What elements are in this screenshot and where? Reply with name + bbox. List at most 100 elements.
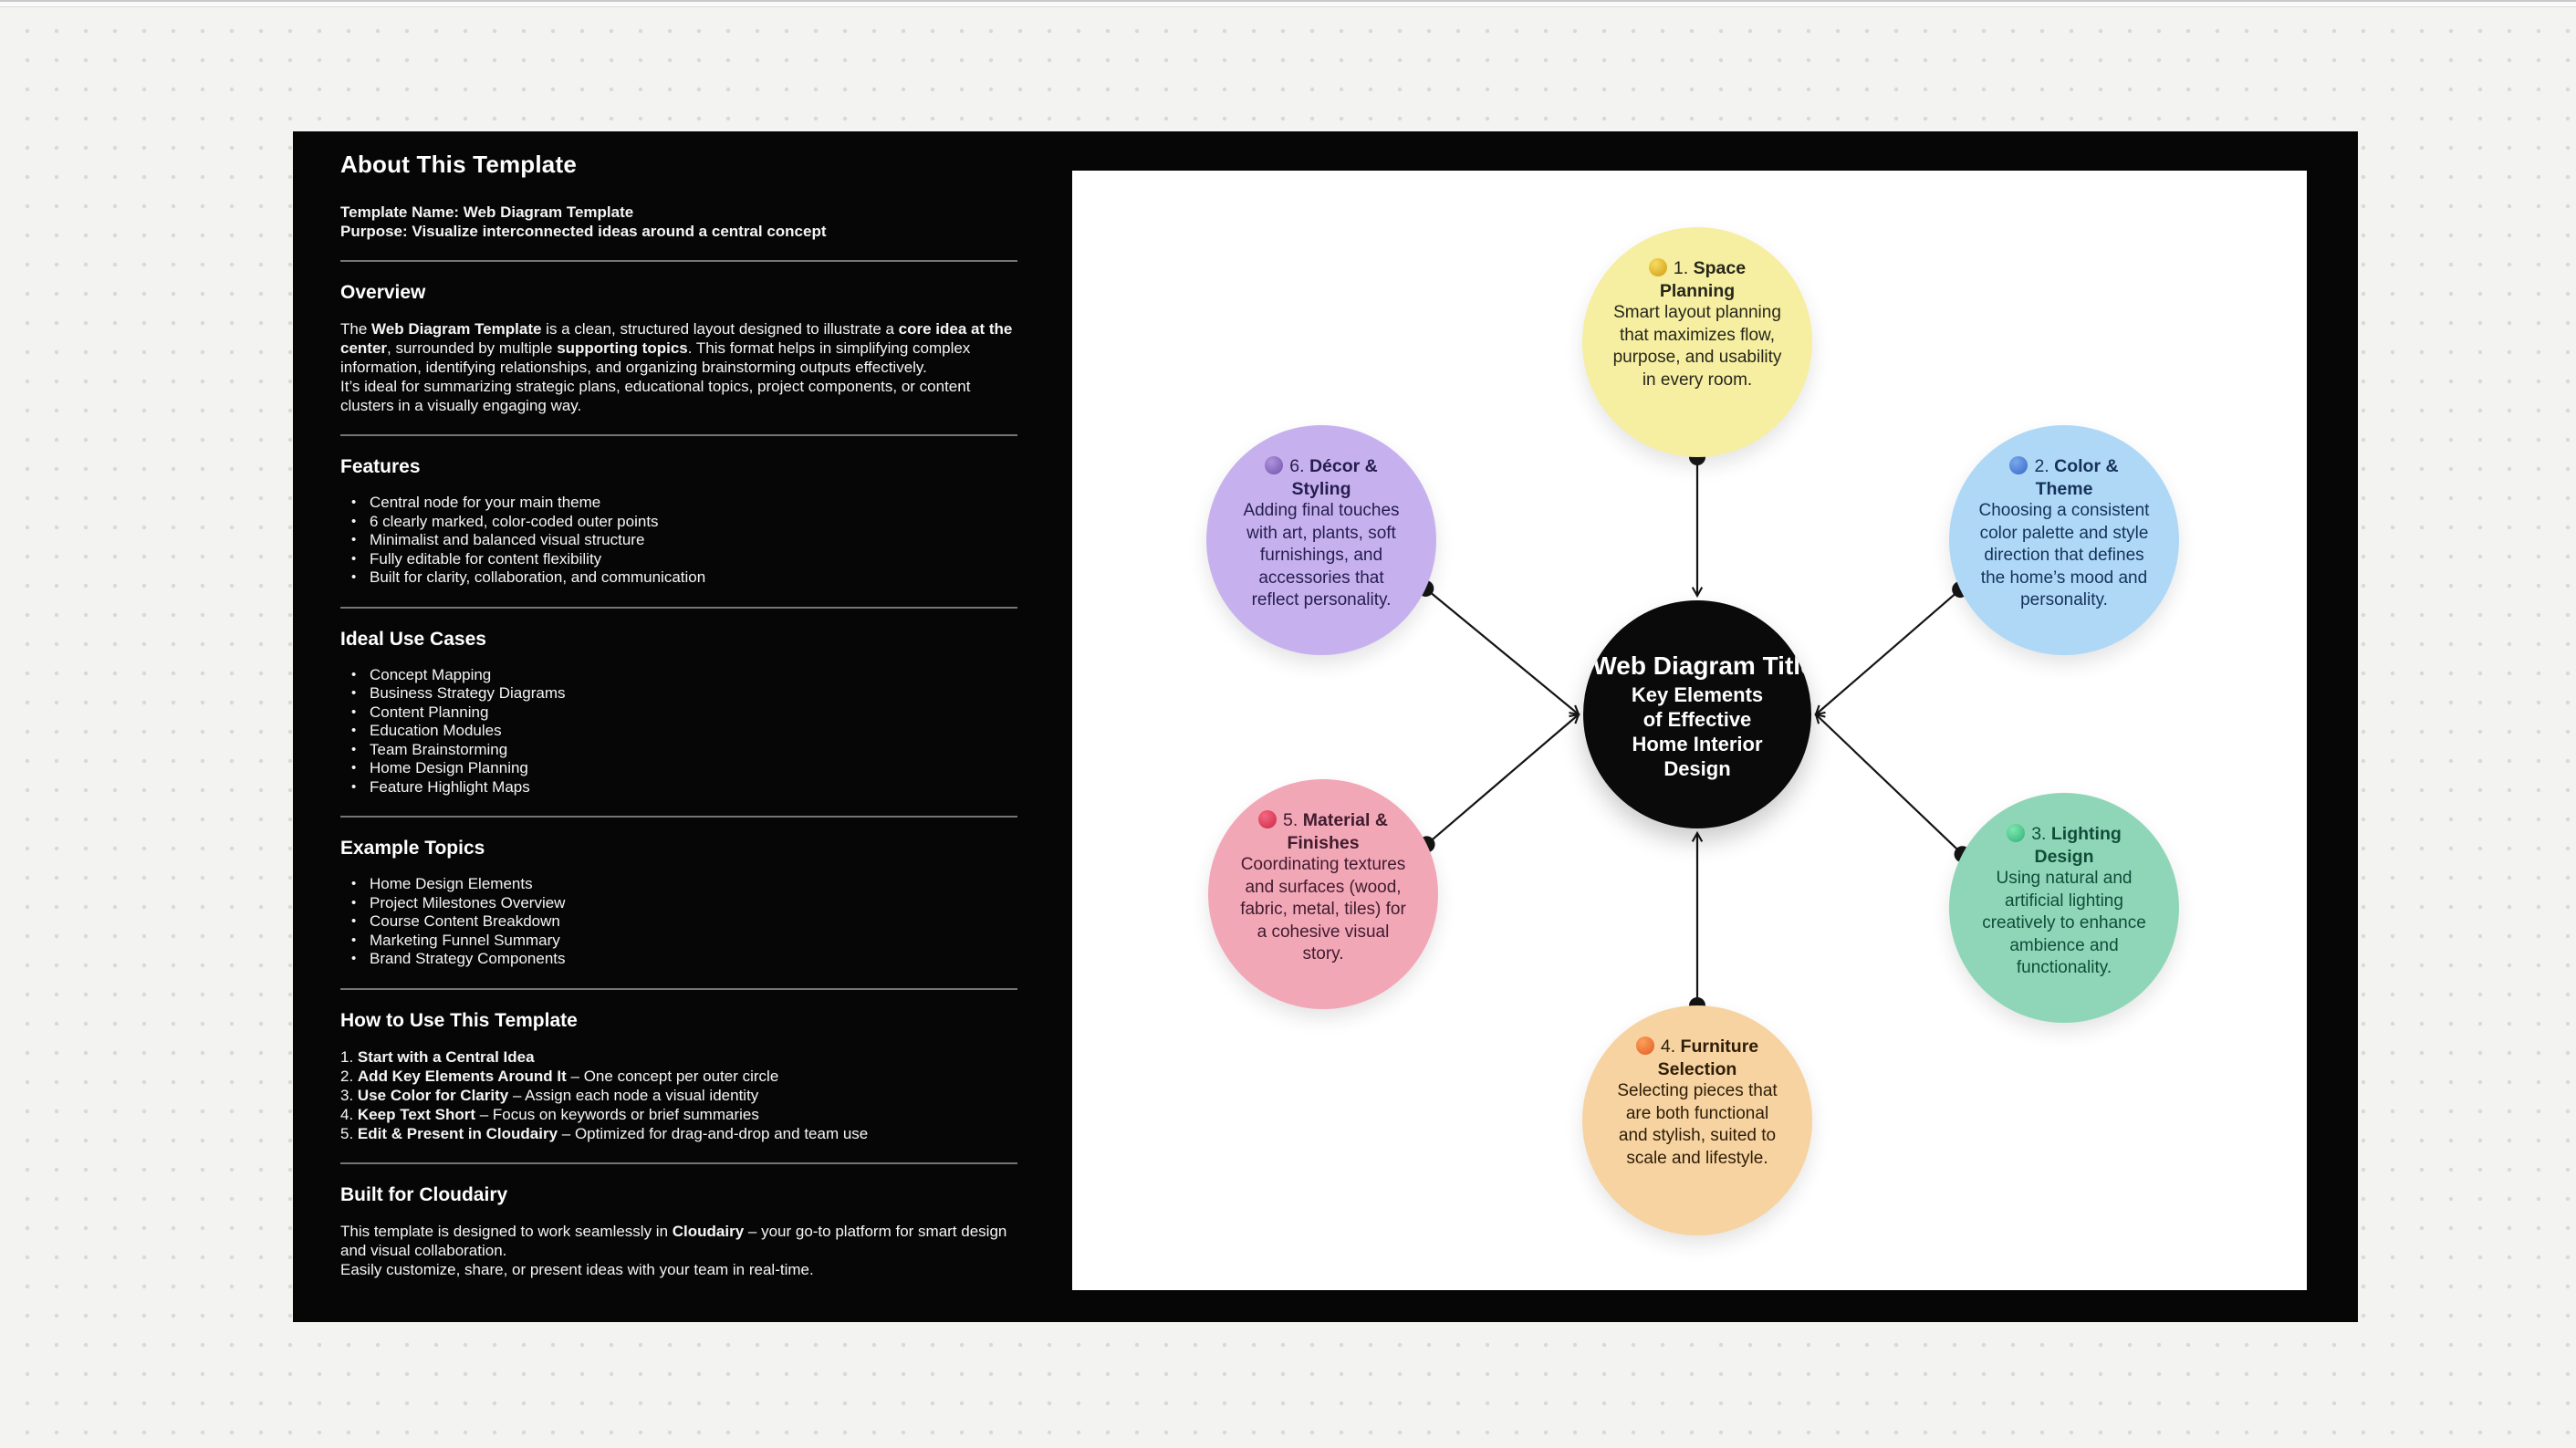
bullet-icon: • xyxy=(351,703,357,720)
list-item: 1. Start with a Central Idea xyxy=(340,1047,535,1066)
list-item: •6 clearly marked, color-coded outer poi… xyxy=(351,512,659,530)
list-number: 1. xyxy=(340,1047,358,1066)
bullet-icon: • xyxy=(351,932,357,948)
bullet-icon: • xyxy=(351,723,357,738)
section-paragraph: Easily customize, share, or present idea… xyxy=(340,1260,814,1278)
section-divider xyxy=(340,816,1017,818)
node-number: 3. xyxy=(2031,824,2051,844)
list-item: •Business Strategy Diagrams xyxy=(351,684,566,702)
bullet-icon: • xyxy=(351,876,357,891)
blue-ball-icon xyxy=(2009,456,2028,474)
list-item: 2. Add Key Elements Around It – One conc… xyxy=(340,1067,779,1085)
section-heading: Ideal Use Cases xyxy=(340,628,486,650)
node-description: Smart layout planning that maximizes flo… xyxy=(1612,303,1782,390)
list-item: •Concept Mapping xyxy=(351,665,492,683)
template-intro-line: Purpose: Visualize interconnected ideas … xyxy=(340,223,827,240)
section-divider xyxy=(340,987,1017,990)
bullet-icon: • xyxy=(351,760,357,776)
list-item: •Minimalist and balanced visual structur… xyxy=(351,531,645,548)
node-title: 4. Furniture Selection xyxy=(1618,1036,1777,1080)
list-item: •Brand Strategy Components xyxy=(351,950,566,967)
central-node-title: Web Diagram Title xyxy=(1592,651,1811,680)
node-name: Décor & Styling xyxy=(1291,456,1378,499)
section-heading: Overview xyxy=(340,282,426,303)
list-item: •Project Milestones Overview xyxy=(351,893,566,912)
node-number: 2. xyxy=(2034,456,2055,476)
purple-ball-icon xyxy=(1265,456,1284,474)
central-node-text: Web Diagram Title Key Elements of Effect… xyxy=(1583,600,1811,781)
list-item: •Course Content Breakdown xyxy=(351,912,560,930)
node-name: Material & Finishes xyxy=(1287,810,1388,853)
bullet-icon: • xyxy=(351,569,357,585)
connector-line-2 xyxy=(1814,589,1961,716)
node-number: 4. xyxy=(1660,1037,1681,1057)
node-description: Adding final touches with art, plants, s… xyxy=(1243,501,1400,609)
red-ball-icon xyxy=(1258,810,1278,828)
node-name: Color & Theme xyxy=(2035,456,2119,499)
section-heading: Example Topics xyxy=(340,838,485,859)
bullet-icon: • xyxy=(351,550,357,567)
node-title: 1. Space Planning xyxy=(1618,257,1777,302)
section-divider xyxy=(340,606,1017,609)
bullet-list: •Concept Mapping•Business Strategy Diagr… xyxy=(340,666,1017,797)
node-name: Furniture Selection xyxy=(1657,1037,1759,1079)
connector-line-5 xyxy=(1425,713,1580,846)
node-description: Coordinating textures and surfaces (wood… xyxy=(1240,855,1406,964)
central-node-subtitle: Key Elements of Effective Home Interior … xyxy=(1631,683,1764,780)
bullet-icon: • xyxy=(351,666,357,682)
list-item: •Marketing Funnel Summary xyxy=(351,931,560,949)
bullet-icon: • xyxy=(351,951,357,966)
section-heading: Built for Cloudairy xyxy=(340,1183,508,1205)
green-ball-icon xyxy=(2007,824,2026,842)
list-item: 5. Edit & Present in Cloudairy – Optimiz… xyxy=(340,1124,869,1142)
list-number: 5. xyxy=(340,1124,358,1142)
list-item: •Content Planning xyxy=(351,703,489,721)
bullet-icon: • xyxy=(351,741,357,757)
about-template-text-block: About This Template Template Name: Web D… xyxy=(340,131,1017,1322)
node-number: 5. xyxy=(1283,810,1303,830)
list-item: •Fully editable for content flexibility xyxy=(351,549,602,568)
list-item: •Built for clarity, collaboration, and c… xyxy=(351,568,706,586)
node-title: 3. Lighting Design xyxy=(1985,823,2143,868)
section-paragraph: This template is designed to work seamle… xyxy=(340,1222,1007,1259)
list-item: •Education Modules xyxy=(351,722,502,739)
template-intro-line: Template Name: Web Diagram Template xyxy=(340,203,634,221)
panel-title: About This Template xyxy=(340,151,577,178)
list-item: •Feature Highlight Maps xyxy=(351,777,530,796)
section-divider xyxy=(340,1162,1017,1164)
list-item: •Home Design Elements xyxy=(351,875,533,892)
connector-line-3 xyxy=(1814,713,1964,856)
node-title: 5. Material & Finishes xyxy=(1244,809,1403,854)
list-item: •Team Brainstorming xyxy=(351,740,508,758)
bullet-icon: • xyxy=(351,894,357,911)
orange-ball-icon xyxy=(1635,1037,1654,1055)
yellow-ball-icon xyxy=(1648,258,1667,276)
about-template-panel[interactable]: About This Template Template Name: Web D… xyxy=(293,131,2358,1322)
section-paragraph: The Web Diagram Template is a clean, str… xyxy=(340,320,1013,376)
bullet-icon: • xyxy=(351,495,357,510)
node-name: Lighting Design xyxy=(2034,824,2122,867)
node-description: Selecting pieces that are both functiona… xyxy=(1617,1081,1778,1168)
bullet-icon: • xyxy=(351,685,357,701)
section-heading: How to Use This Template xyxy=(340,1009,578,1031)
bullet-icon: • xyxy=(351,778,357,795)
node-description: Choosing a consistent color palette and … xyxy=(1978,501,2150,609)
bullet-icon: • xyxy=(351,532,357,547)
connector-line-6 xyxy=(1424,588,1580,716)
node-description: Using natural and artificial lighting cr… xyxy=(1982,869,2146,977)
list-number: 4. xyxy=(340,1105,358,1123)
bullet-list: •Central node for your main theme•6 clea… xyxy=(340,494,1017,588)
central-node[interactable]: Web Diagram Title Key Elements of Effect… xyxy=(1583,600,1811,828)
window-top-edge xyxy=(0,0,2576,7)
node-name: Space Planning xyxy=(1659,258,1747,301)
